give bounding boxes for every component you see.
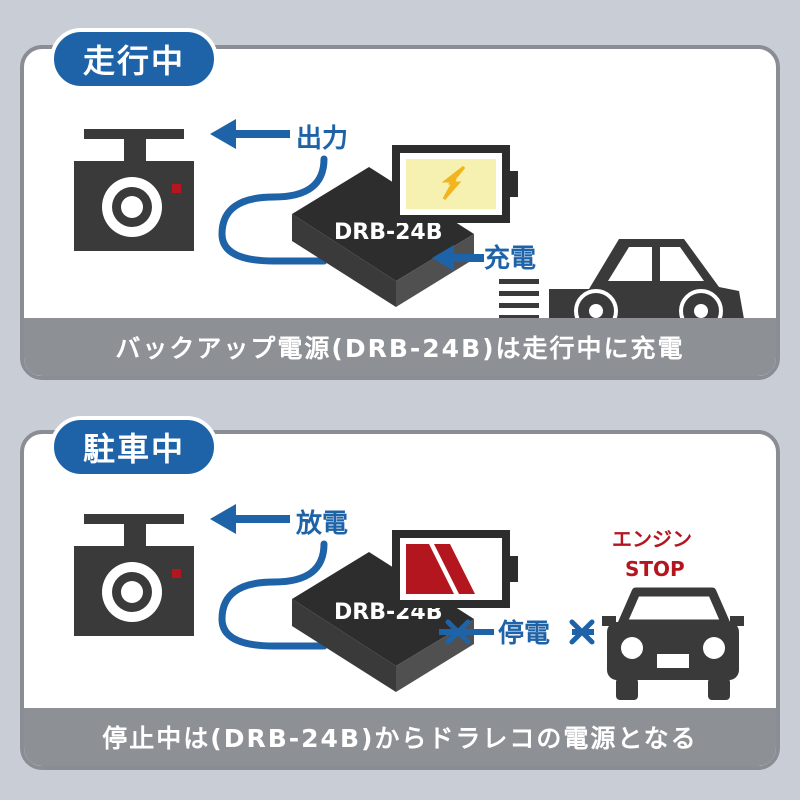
speed-lines-icon bbox=[499, 279, 539, 320]
car-icon bbox=[602, 587, 744, 700]
charge-label: 充電 bbox=[484, 243, 536, 274]
car-icon bbox=[549, 239, 744, 329]
parked-panel: 放電 DRB-24B 停電 エンジン STOP bbox=[20, 430, 780, 770]
drb-24b-device: DRB-24B bbox=[292, 167, 474, 307]
discharge-label: 放電 bbox=[295, 508, 348, 539]
arrow-left-icon bbox=[210, 504, 290, 534]
device-label: DRB-24B bbox=[334, 220, 443, 245]
cable bbox=[218, 155, 328, 265]
cable bbox=[218, 540, 328, 650]
running-illustration: 出力 DRB-24B 充電 bbox=[74, 119, 744, 329]
running-caption: バックアップ電源(DRB-24B)は走行中に充電 bbox=[24, 318, 776, 376]
cut-x-icon bbox=[445, 619, 471, 645]
arrow-left-icon bbox=[210, 119, 290, 149]
power-cut-label: 停電 bbox=[498, 618, 550, 649]
parked-illustration: 放電 DRB-24B 停電 エンジン STOP bbox=[74, 504, 744, 700]
power-cut-label-bg bbox=[494, 614, 572, 650]
battery-icon bbox=[392, 530, 518, 608]
engine-stop-line2: STOP bbox=[625, 557, 685, 581]
battery-icon bbox=[392, 145, 518, 223]
parked-badge: 駐車中 bbox=[50, 416, 218, 478]
engine-stop-line1: エンジン bbox=[612, 527, 692, 551]
running-badge: 走行中 bbox=[50, 28, 218, 90]
dashcam-icon bbox=[74, 514, 194, 636]
charge-arrow-icon bbox=[432, 245, 484, 271]
running-panel: 出力 DRB-24B 充電 bbox=[20, 45, 780, 380]
output-label: 出力 bbox=[296, 124, 348, 154]
lightning-bolt-icon bbox=[441, 165, 466, 200]
cut-x-icon bbox=[569, 619, 595, 645]
dashcam-icon bbox=[74, 129, 194, 251]
parked-caption: 停止中は(DRB-24B)からドラレコの電源となる bbox=[24, 708, 776, 766]
